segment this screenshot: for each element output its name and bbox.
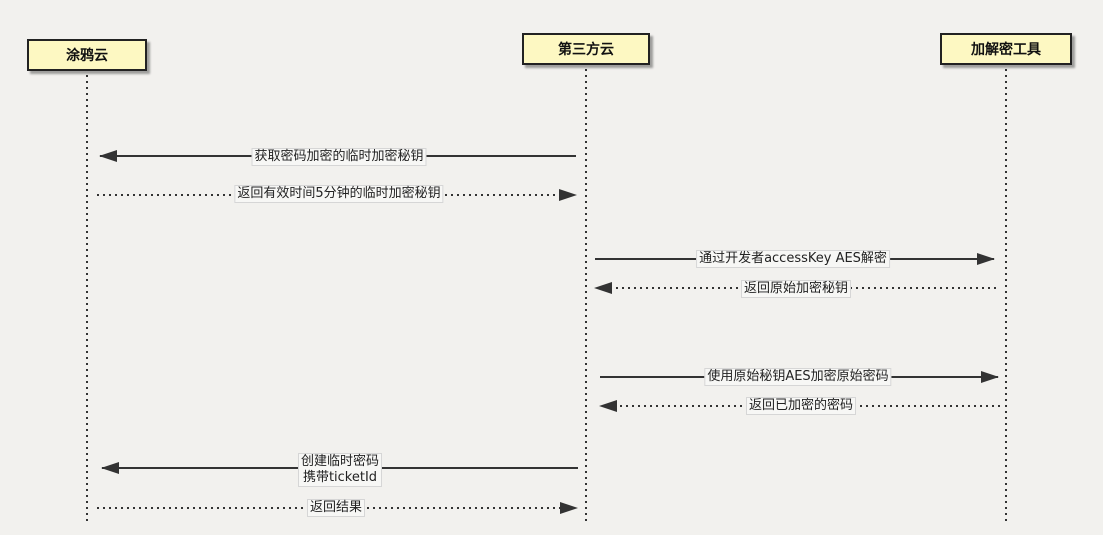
participant-crypto-tool: 加解密工具 (940, 33, 1072, 65)
message-label: 返回结果 (306, 499, 366, 517)
participant-label: 加解密工具 (971, 42, 1041, 58)
participant-third-party-cloud: 第三方云 (522, 33, 650, 65)
participant-label: 第三方云 (558, 42, 614, 58)
message-label: 使用原始秘钥AES加密原始密码 (704, 368, 892, 386)
message-label: 获取密码加密的临时加密秘钥 (251, 148, 427, 166)
message-label: 创建临时密码 携带ticketId (297, 453, 383, 487)
message-label: 通过开发者accessKey AES解密 (696, 250, 890, 268)
message-label: 返回有效时间5分钟的临时加密秘钥 (234, 185, 444, 203)
participant-label: 涂鸦云 (66, 48, 108, 64)
participant-tuya-cloud: 涂鸦云 (27, 39, 147, 71)
message-label: 返回已加密的密码 (745, 397, 857, 415)
message-label: 返回原始加密秘钥 (740, 280, 852, 298)
